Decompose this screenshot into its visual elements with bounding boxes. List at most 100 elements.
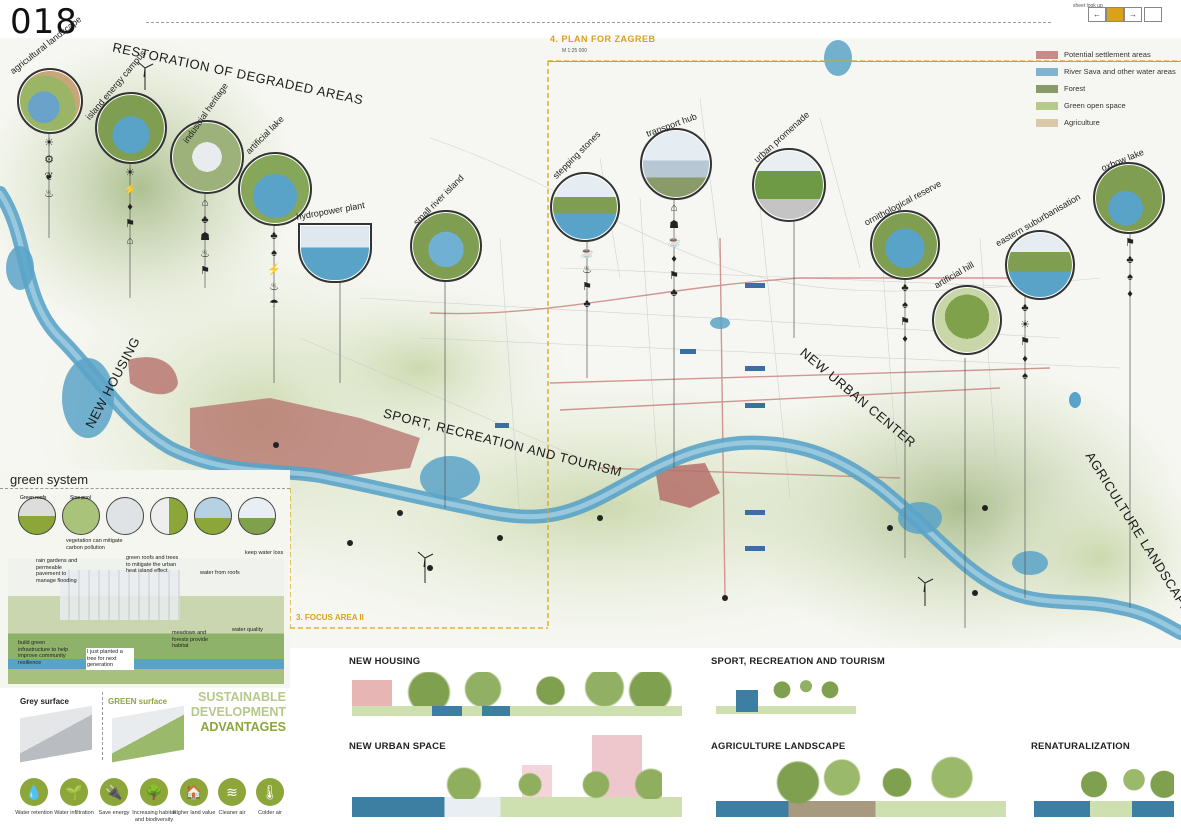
note: water quality [232, 627, 263, 633]
advantages-title-line: SUSTAINABLE [198, 690, 286, 704]
circle-island-energy-campus[interactable] [95, 92, 167, 164]
circle-agricultural-landscape[interactable] [17, 68, 83, 134]
ground-shape [352, 706, 682, 716]
ground-shape [716, 706, 856, 714]
surface-divider [102, 692, 103, 760]
green-system-divider [0, 488, 290, 489]
advantages-title: SUSTAINABLE DEVELOPMENT ADVANTAGES [186, 690, 286, 735]
sheet-page-box[interactable] [1144, 7, 1162, 22]
thumb-green-wall[interactable] [106, 497, 144, 535]
water-shape [736, 690, 758, 712]
plug-icon: 🔌 [100, 778, 128, 806]
plan-title: 4. PLAN FOR ZAGREB [550, 34, 656, 44]
header-divider [146, 22, 1051, 23]
note: green roofs and trees to mitigate the ur… [126, 555, 179, 574]
circle-hydropower-plant[interactable] [298, 223, 372, 283]
legend-item: River Sava and other water areas [1036, 67, 1176, 77]
water-shape [482, 706, 510, 716]
thumb-label: Sine pool [70, 495, 91, 501]
icon-column: ♣♠⚡♨☂ [267, 230, 281, 310]
advantage-label: Colder air [258, 810, 282, 816]
zagreb-map [0, 38, 1181, 648]
advantage-label: Water retention [15, 810, 53, 816]
droplet-icon: 💧 [20, 778, 48, 806]
advantage-label: Water infiltration [54, 810, 94, 816]
water-shape [432, 706, 462, 716]
circle-artificial-lake[interactable] [238, 152, 312, 226]
section-urban-space-illustration [352, 735, 682, 819]
note: meadows and forests provide habitat [172, 630, 209, 649]
icon-column: ♣☀⚑♦♠ [1020, 302, 1030, 382]
trees-shape [776, 755, 996, 805]
advantages-title-line: DEVELOPMENT [190, 705, 286, 719]
prev-sheet-button[interactable]: ← [1088, 7, 1106, 22]
section-renaturalization-illustration [1034, 755, 1174, 819]
circle-transport-hub[interactable] [640, 128, 712, 200]
legend-swatch [1036, 119, 1058, 128]
icon-column: ☀⚙❦♨ [44, 137, 54, 200]
next-sheet-button[interactable]: → [1124, 7, 1142, 22]
circle-artificial-hill[interactable] [932, 285, 1002, 355]
trees-shape [442, 763, 662, 799]
section-title-sport: SPORT, RECREATION AND TOURISM [711, 656, 885, 667]
icon-column: ☀⚡♦⚑⌂ [123, 167, 137, 247]
legend-label: Green open space [1064, 101, 1126, 110]
tree-icon: 🌳 [140, 778, 168, 806]
green-system-title: green system [10, 472, 89, 487]
trees-shape [402, 672, 672, 706]
ground-shape [1034, 801, 1174, 817]
icon-column: ⚑♣♠♦ [1125, 237, 1135, 300]
section-title-agriculture: AGRICULTURE LANDSCAPE [711, 741, 846, 752]
green-system-panel: green system Green roofs Sine pool veget… [0, 470, 290, 688]
legend-swatch [1036, 102, 1058, 111]
trees-shape [766, 670, 846, 706]
thumb-facade[interactable] [150, 497, 188, 535]
thumb-sine-pool[interactable] [62, 497, 100, 535]
legend-item: Potential settlement areas [1036, 50, 1151, 60]
advantage-label: Increasing habitat and biodiversity [132, 810, 176, 823]
circle-industrial-heritage[interactable] [170, 120, 244, 194]
thermometer-icon: 🌡 [256, 778, 284, 806]
circle-urban-promenade[interactable] [752, 148, 826, 222]
current-sheet-marker[interactable] [1106, 7, 1124, 22]
thumb-green-roofs[interactable] [18, 497, 56, 535]
icon-column: ☕♨⚑♣ [580, 247, 594, 310]
ground-shape [352, 797, 682, 817]
note: I just planted a tree for next generatio… [86, 648, 134, 670]
green-surface-label: GREEN surface [108, 697, 168, 706]
ground-shape [716, 801, 1006, 817]
icon-column: ⌂♣☗♨⚑ [200, 197, 210, 277]
wind-icon: ≋ [218, 778, 246, 806]
thumb-meadow[interactable] [238, 497, 276, 535]
section-agriculture-illustration [716, 755, 1006, 819]
thumb-swale[interactable] [194, 497, 232, 535]
icon-column: ⌂☗☕♦⚑♣ [667, 202, 681, 299]
grass-icon: 🌱 [60, 778, 88, 806]
advantage-label: Higher land value [172, 810, 216, 816]
building-shape [352, 680, 392, 710]
legend-swatch [1036, 68, 1058, 77]
icon-column: ♣♠⚑♦ [900, 282, 910, 345]
section-new-housing-illustration [352, 670, 682, 718]
circle-eastern-suburbanisation[interactable] [1005, 230, 1075, 300]
legend-swatch [1036, 85, 1058, 94]
sheet-number: 018 [10, 2, 78, 42]
section-title-new-urban-space: NEW URBAN SPACE [349, 741, 446, 752]
note: water from roofs [200, 570, 240, 576]
trees-shape [1074, 759, 1174, 805]
legend-label: Agriculture [1064, 118, 1100, 127]
circle-oxbow-lake[interactable] [1093, 162, 1165, 234]
legend-label: Potential settlement areas [1064, 50, 1151, 59]
house-icon: 🏠 [180, 778, 208, 806]
circle-small-river-island[interactable] [410, 210, 482, 282]
section-title-new-housing: NEW HOUSING [349, 656, 421, 667]
note: build green infrastructure to help impro… [18, 640, 69, 666]
legend-label: River Sava and other water areas [1064, 67, 1176, 76]
circle-ornithological-reserve[interactable] [870, 210, 940, 280]
legend-item: Green open space [1036, 101, 1126, 111]
note: keep water loss [245, 550, 284, 556]
advantage-label: Save energy [98, 810, 130, 816]
note: rain gardens and permeable pavement to m… [36, 558, 78, 584]
circle-stepping-stones[interactable] [550, 172, 620, 242]
section-title-renaturalization: RENATURALIZATION [1031, 741, 1130, 752]
